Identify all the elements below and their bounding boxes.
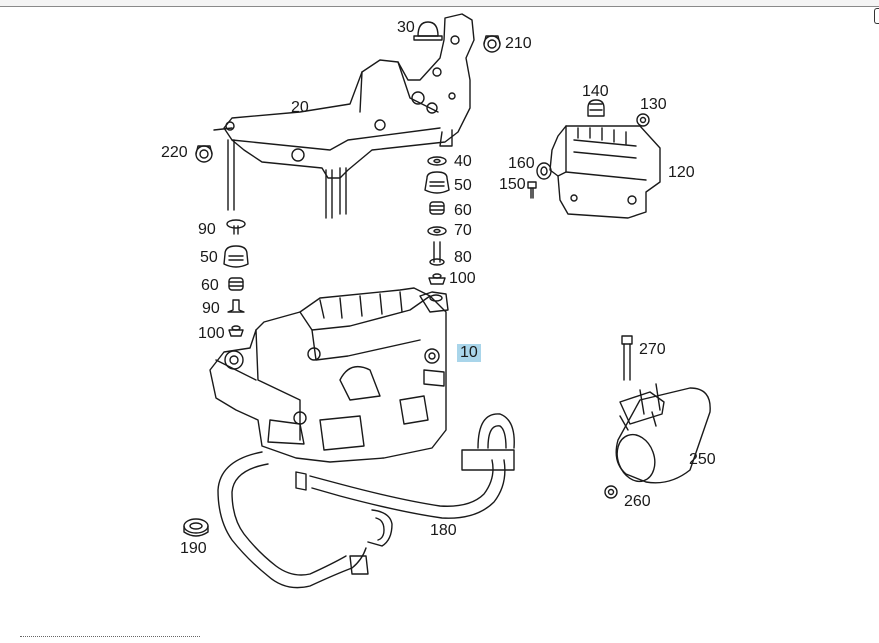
callout-180: 180: [430, 522, 457, 539]
callout-80: 80: [454, 249, 472, 266]
callout-260: 260: [624, 493, 651, 510]
right-mount-stack: [424, 156, 450, 285]
nut-icon: [604, 485, 618, 499]
pressure-reservoir: [615, 383, 711, 484]
compressor-unit: [209, 287, 449, 463]
callout-100-right: 100: [449, 270, 476, 287]
screw-icon: [527, 181, 537, 199]
callout-120: 120: [668, 164, 695, 181]
nut-icon: [587, 99, 605, 117]
hose-clamp-icon: [183, 518, 209, 537]
control-module: [549, 125, 661, 219]
callout-20: 20: [291, 99, 309, 116]
callout-270: 270: [639, 341, 666, 358]
air-hose: [217, 413, 515, 589]
window-top-edge: [0, 0, 879, 7]
left-mount-stack: [223, 219, 249, 337]
callout-130: 130: [640, 96, 667, 113]
callout-140: 140: [582, 83, 609, 100]
callout-220: 220: [161, 144, 188, 161]
callout-10-highlighted[interactable]: 10: [457, 344, 481, 362]
bolt-icon: [621, 335, 633, 381]
callout-90-top: 90: [198, 221, 216, 238]
flange-nut-icon: [195, 145, 213, 163]
callout-40: 40: [454, 153, 472, 170]
mounting-bracket: [213, 13, 475, 219]
callout-50-right: 50: [454, 177, 472, 194]
corner-bracket-icon: [874, 8, 879, 24]
callout-190: 190: [180, 540, 207, 557]
flange-nut-icon: [483, 35, 501, 53]
footer-rule: [20, 636, 200, 641]
callout-90-bottom: 90: [202, 300, 220, 317]
callout-100-left: 100: [198, 325, 225, 342]
cap-nut-icon: [413, 21, 443, 41]
callout-70: 70: [454, 222, 472, 239]
nut-icon: [636, 113, 650, 127]
callout-60-left: 60: [201, 277, 219, 294]
callout-160: 160: [508, 155, 535, 172]
callout-210: 210: [505, 35, 532, 52]
callout-150: 150: [499, 176, 526, 193]
callout-60-right: 60: [454, 202, 472, 219]
callout-30: 30: [397, 19, 415, 36]
bushing-icon: [536, 162, 552, 180]
callout-250: 250: [689, 451, 716, 468]
callout-50-left: 50: [200, 249, 218, 266]
